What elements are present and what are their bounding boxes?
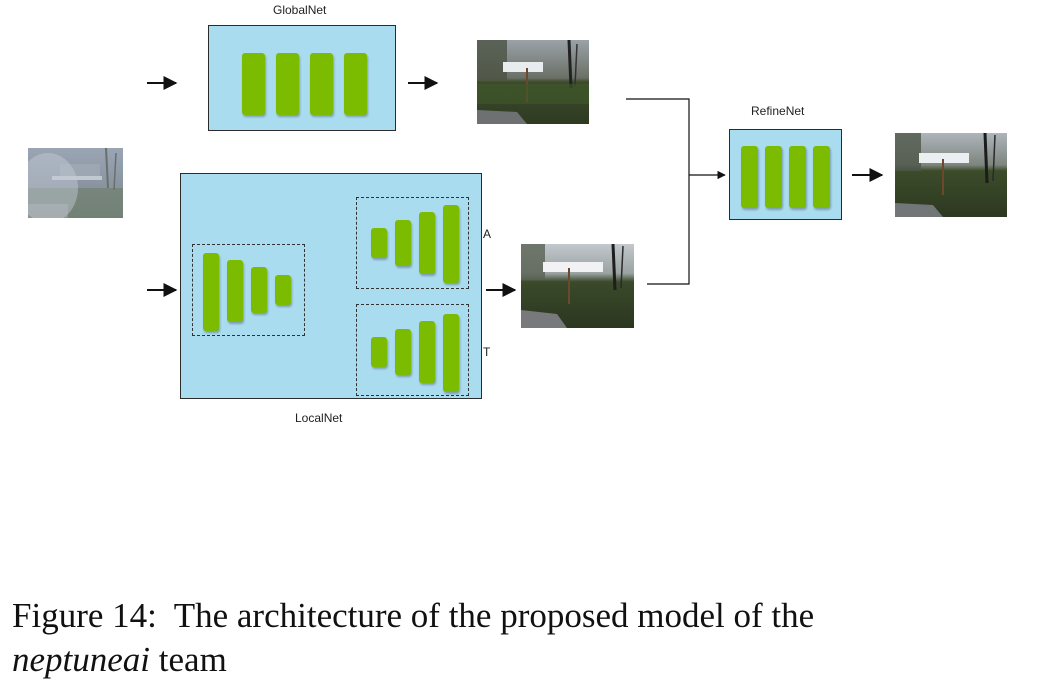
refinenet-layer-4 [813,146,830,208]
localnet-block [180,173,482,399]
caption-suffix: team [158,640,227,679]
refinenet-layer-3 [789,146,806,208]
globalnet-output-image [477,40,589,124]
localnet-output-image [521,244,634,328]
encoder-layer-1 [203,253,219,331]
branch-a-label: A [483,227,492,241]
encoder-layer-3 [251,267,267,313]
decoder-a-layer-4 [443,205,459,283]
final-output-image [895,133,1007,217]
refinenet-layer-2 [765,146,782,208]
encoder-layer-2 [227,260,243,322]
globalnet-layer-2 [276,53,299,115]
decoder-a-layer-1 [371,228,387,258]
globalnet-layer-3 [310,53,333,115]
figure-caption: Figure 14: The architecture of the propo… [12,594,1022,682]
globalnet-label: GlobalNet [273,3,327,17]
decoder-t-layer-3 [419,321,435,383]
localnet-decoder-a [356,197,469,289]
merge-line-top [626,98,690,285]
input-hazy-image [28,148,123,218]
caption-team-name: neptuneai [12,640,151,679]
encoder-layer-4 [275,275,291,305]
localnet-decoder-t [356,304,469,396]
branch-t-label: T [483,345,491,359]
decoder-a-layer-3 [419,212,435,274]
globalnet-layer-4 [344,53,367,115]
refinenet-layer-1 [741,146,758,208]
localnet-encoder [192,244,305,336]
globalnet-layer-1 [242,53,265,115]
decoder-t-layer-4 [443,314,459,392]
architecture-diagram: GlobalNet [28,3,1007,425]
caption-text: The architecture of the proposed model o… [173,596,815,635]
decoder-a-layer-2 [395,220,411,266]
globalnet-block [208,25,396,131]
refinenet-label: RefineNet [751,104,805,118]
decoder-t-layer-1 [371,337,387,367]
localnet-label: LocalNet [295,411,343,425]
caption-prefix: Figure 14: [12,596,157,635]
refinenet-block [729,129,842,220]
decoder-t-layer-2 [395,329,411,375]
